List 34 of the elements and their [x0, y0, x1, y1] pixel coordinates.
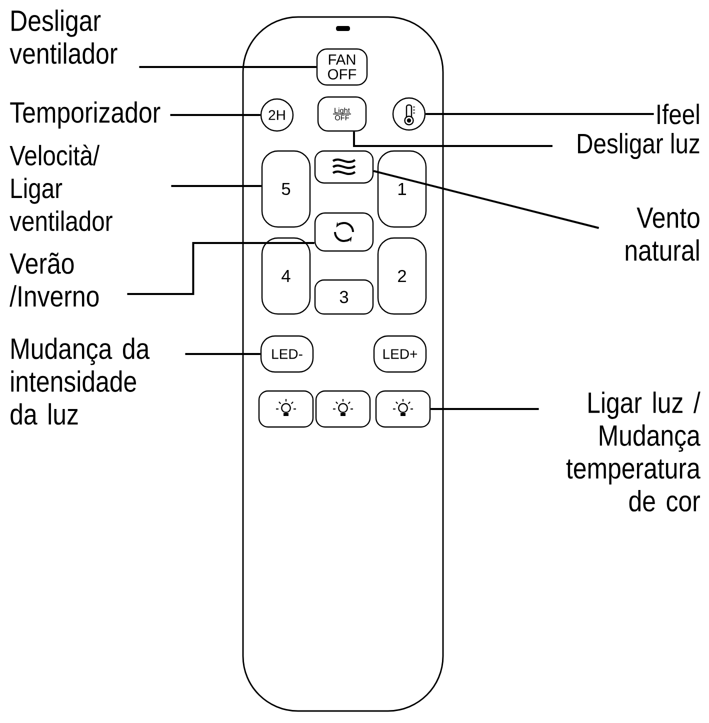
leader-line — [139, 66, 316, 68]
swap-button — [314, 212, 374, 252]
leader-line — [373, 170, 600, 229]
leader-line — [430, 408, 539, 410]
timer-button: 2H — [260, 98, 294, 132]
callout-label: Mudança da intensidade da luz — [10, 338, 150, 425]
led-button: LED+ — [373, 335, 427, 373]
leader-line — [127, 242, 314, 295]
bulb-button — [258, 390, 314, 428]
leader-line — [426, 113, 654, 115]
leader-line — [171, 185, 262, 187]
wind-button — [314, 150, 374, 184]
remote-body — [242, 16, 444, 712]
callout-label: Vento natural — [626, 208, 700, 261]
thermometer-button — [392, 97, 426, 131]
callout-label: Desligar ventilador — [10, 10, 118, 64]
number-button: 5 — [261, 150, 311, 228]
leader-line — [170, 114, 260, 116]
leader-line — [353, 132, 552, 147]
number-button: 2 — [377, 237, 427, 315]
callout-label: Velocità/ Ligar ventilador — [10, 144, 112, 232]
number-button: 4 — [261, 237, 311, 315]
number-button: 3 — [314, 279, 374, 315]
number-button: 1 — [377, 150, 427, 228]
led-button: LED- — [260, 335, 314, 373]
callout-label: Temporizador — [10, 101, 160, 129]
bulb-button — [315, 390, 371, 428]
callout-label: Desligar luz — [578, 132, 700, 160]
callout-label: Ligar luz / Mudança temperatura de cor — [566, 392, 700, 512]
bulb-button — [375, 390, 431, 428]
callout-label: Verão /Inverno — [10, 252, 99, 307]
callout-label: Ifeel — [658, 104, 699, 124]
fan-off-button: FAN OFF — [316, 48, 368, 86]
leader-line — [185, 353, 260, 355]
